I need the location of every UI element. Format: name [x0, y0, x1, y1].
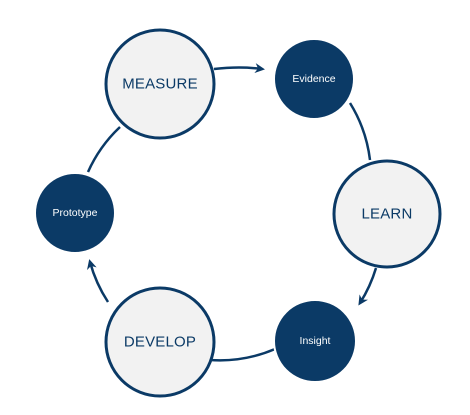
stage-learn: LEARN: [332, 159, 442, 269]
stage-evidence-label: Evidence: [292, 73, 335, 85]
stage-measure: MEASURE: [104, 28, 216, 140]
connector-develop-to-prototype: [87, 259, 110, 303]
stage-evidence: Evidence: [273, 38, 355, 120]
connector-insight-to-develop: [209, 347, 276, 362]
stage-measure-label: MEASURE: [122, 76, 198, 93]
stage-develop: DEVELOP: [104, 286, 216, 398]
connector-measure-to-evidence: [213, 63, 265, 74]
stage-develop-label: DEVELOP: [124, 334, 196, 351]
stage-prototype: Prototype: [34, 172, 116, 254]
stage-prototype-label: Prototype: [53, 207, 98, 219]
stage-insight-label: Insight: [300, 335, 331, 347]
stage-learn-label: LEARN: [361, 206, 412, 223]
connector-learn-to-insight: [358, 267, 378, 306]
connector-prototype-to-measure: [86, 126, 121, 173]
connector-evidence-to-learn: [348, 102, 372, 161]
stage-insight: Insight: [273, 299, 357, 383]
